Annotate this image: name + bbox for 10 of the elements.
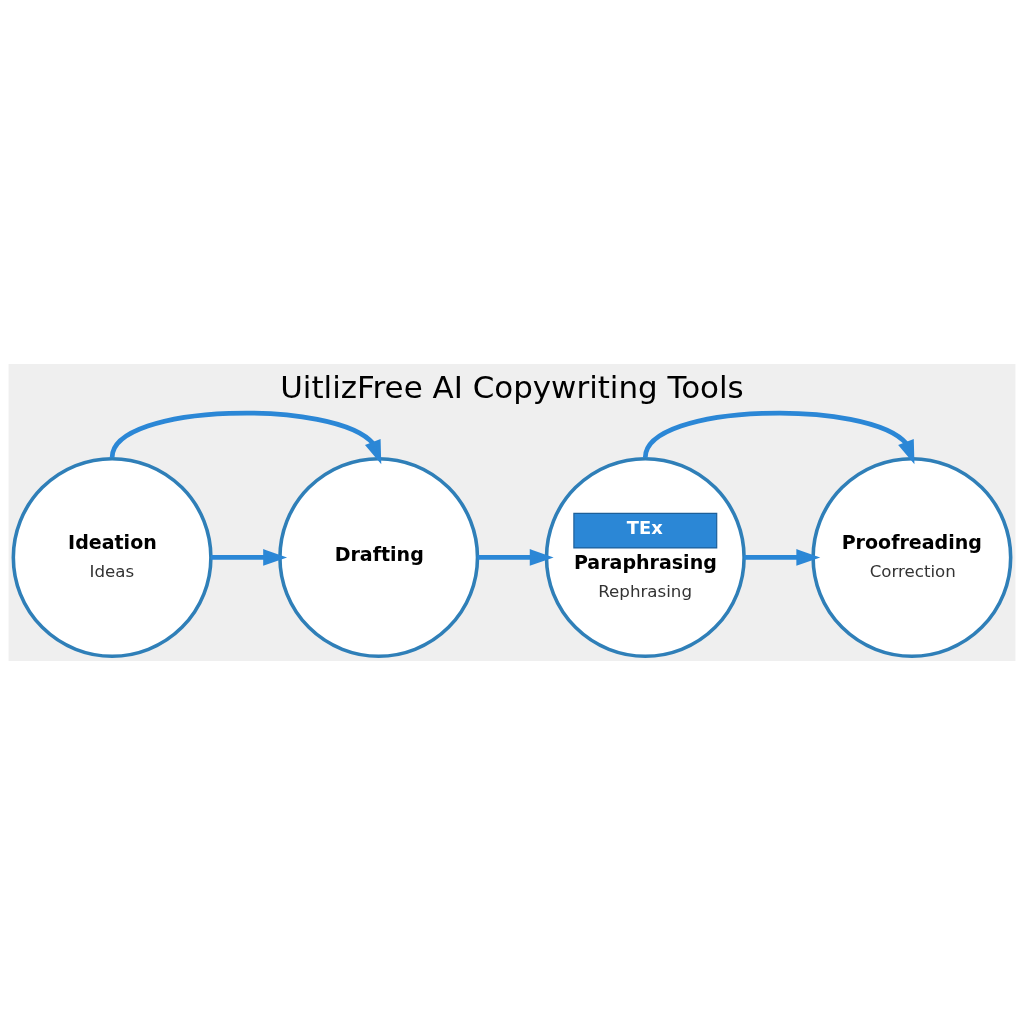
node-circle: Ideation Ideas [11,456,213,658]
arrow [477,548,554,566]
diagram-title: UitlizFree AI Copywriting Tools [280,368,744,405]
arrow [643,410,915,464]
node-circle: TEx Paraphrasing Rephrasing [544,456,746,658]
node-circle: Drafting [278,456,480,658]
arrow [210,548,288,566]
arrow [744,548,821,566]
arrow [109,410,382,464]
node-circle: Proofreading Correction [811,456,1013,658]
